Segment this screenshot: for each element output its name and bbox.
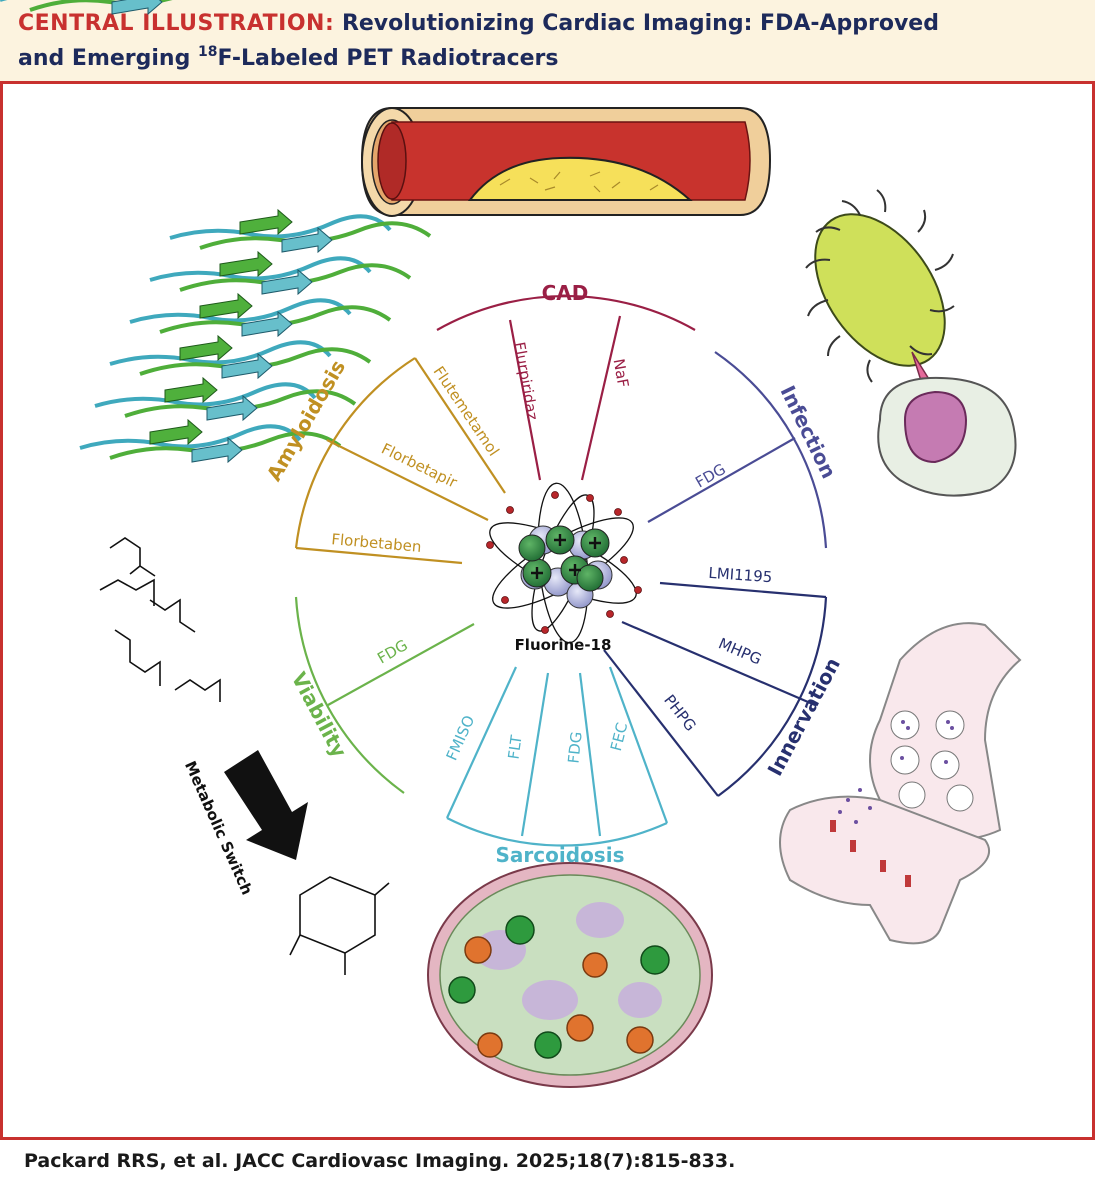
sector-name-amyloidosis: Amyloidosis (262, 356, 351, 485)
sector-name-viability: Viability (287, 668, 352, 761)
sector-name-cad: CAD (542, 281, 589, 305)
sector-amyloidosis-lines (294, 357, 506, 565)
title-superscript: 18 (198, 44, 218, 60)
sector-name-innervation: Innervation (763, 654, 845, 780)
artery-illustration (360, 107, 772, 217)
header-line-2: and Emerging 18F-Labeled PET Radiotracer… (18, 38, 1077, 73)
immune-cell-illustration (877, 351, 1017, 497)
sector-viability-lines (294, 596, 475, 794)
synapse-illustration (779, 622, 1022, 945)
title-line-2-post: F-Labeled PET Radiotracers (217, 46, 559, 71)
granuloma-illustration (427, 862, 713, 1088)
tracer-sarcoidosis-flt: FLT (504, 733, 525, 760)
fluorine-18-atom-icon (486, 482, 642, 644)
illustration-canvas: Fluorine-18 CAD Infection Innervation Sa… (0, 0, 1022, 1088)
tracer-amyloidosis-flutemetamol: Flutemetamol (430, 363, 503, 460)
sector-name-sarcoidosis: Sarcoidosis (496, 843, 625, 867)
illustration-body (0, 84, 1095, 1140)
tracer-sarcoidosis-fdg: FDG (564, 731, 585, 765)
fatty-acid-structures (99, 537, 221, 702)
center-label: Fluorine-18 (515, 636, 612, 654)
central-illustration-label: CENTRAL ILLUSTRATION: (18, 11, 335, 36)
tracer-innervation-lmi1195: LMI1195 (708, 564, 773, 586)
sector-cad-lines (436, 294, 696, 481)
tracer-cad-naf: NaF (610, 357, 633, 389)
sector-sarcoidosis-lines (445, 666, 669, 847)
header-banner: CENTRAL ILLUSTRATION: Revolutionizing Ca… (0, 0, 1095, 84)
header-line-1: CENTRAL ILLUSTRATION: Revolutionizing Ca… (18, 9, 1077, 38)
citation: Packard RRS, et al. JACC Cardiovasc Imag… (24, 1150, 736, 1172)
amyloid-fibrils-illustration (0, 0, 432, 464)
title-line-1: Revolutionizing Cardiac Imaging: FDA-App… (341, 11, 939, 36)
sector-infection-lines (647, 351, 828, 549)
bacterium-illustration (805, 189, 955, 383)
tracer-cad-flurpiridaz: Flurpiridaz (510, 341, 541, 422)
tracer-sarcoidosis-fec: FEC (607, 721, 631, 753)
tracer-innervation-mhpg: MHPG (716, 634, 764, 668)
tracer-amyloidosis-florbetapir: Florbetapir (378, 439, 460, 491)
glucose-structure (289, 876, 390, 975)
sector-innervation-lines (603, 581, 828, 797)
title-line-2-pre: and Emerging (18, 46, 198, 71)
tracer-sarcoidosis-fmiso: FMISO (443, 713, 479, 764)
metabolic-switch-arrow (224, 750, 308, 860)
sector-wheel (294, 294, 828, 847)
